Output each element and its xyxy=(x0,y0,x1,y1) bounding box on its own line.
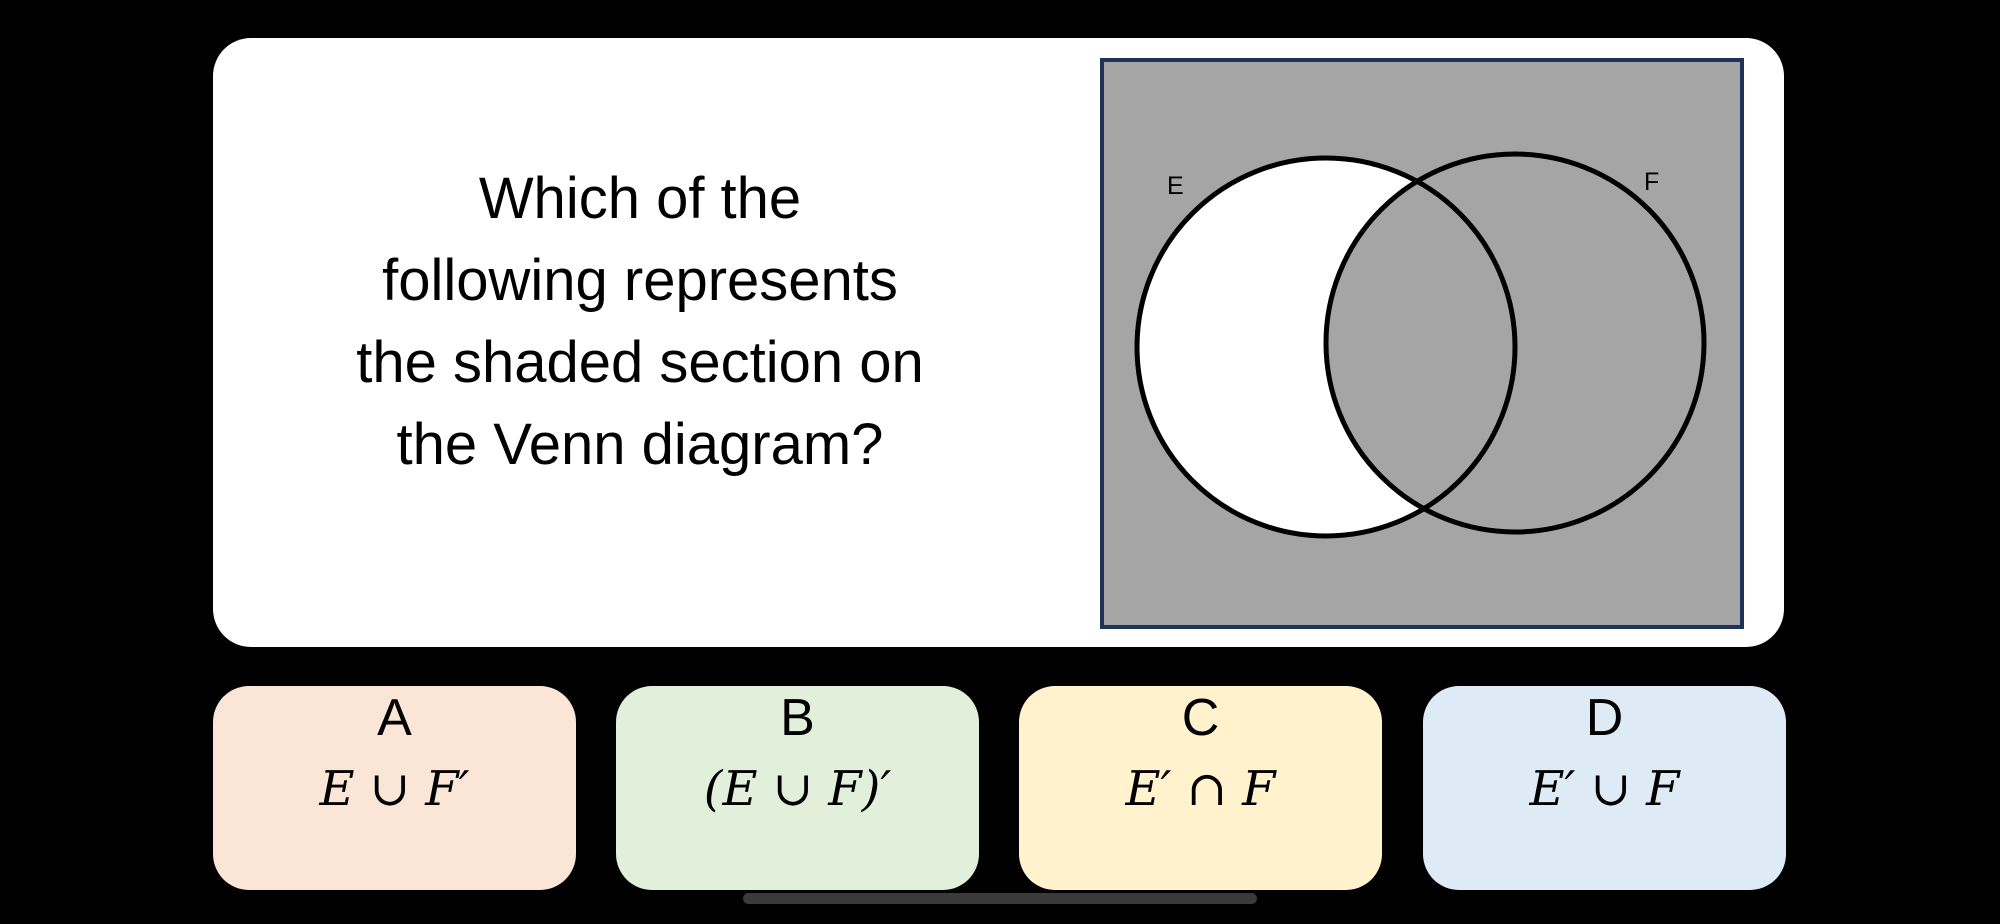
option-letter: A xyxy=(377,689,412,747)
option-formula: E ∪ F′ xyxy=(319,761,470,817)
answer-option-a[interactable]: A E ∪ F′ xyxy=(213,686,576,890)
set-e-label: E xyxy=(1167,172,1184,200)
set-e-circle xyxy=(1134,155,1518,539)
option-letter: C xyxy=(1181,689,1220,747)
answer-option-d[interactable]: D E′ ∪ F xyxy=(1423,686,1786,890)
option-formula: (E ∪ F)′ xyxy=(703,761,892,817)
option-letter: B xyxy=(780,689,815,747)
question-line-3: the shaded section on xyxy=(356,330,924,395)
option-letter: D xyxy=(1585,689,1624,747)
answer-option-b[interactable]: B (E ∪ F)′ xyxy=(616,686,979,890)
question-line-2: following represents xyxy=(382,248,898,313)
venn-diagram xyxy=(1134,151,1707,539)
question-line-1: Which of the xyxy=(478,166,802,231)
option-formula: E′ ∩ F xyxy=(1125,761,1276,817)
question-text: Which of the following represents the sh… xyxy=(300,158,980,486)
question-line-4: the Venn diagram? xyxy=(396,412,884,477)
home-indicator-bar[interactable] xyxy=(743,893,1257,904)
answer-option-c[interactable]: C E′ ∩ F xyxy=(1019,686,1382,890)
set-f-label: F xyxy=(1644,168,1660,196)
set-f-circle xyxy=(1323,151,1707,535)
option-formula: E′ ∪ F xyxy=(1529,761,1680,817)
